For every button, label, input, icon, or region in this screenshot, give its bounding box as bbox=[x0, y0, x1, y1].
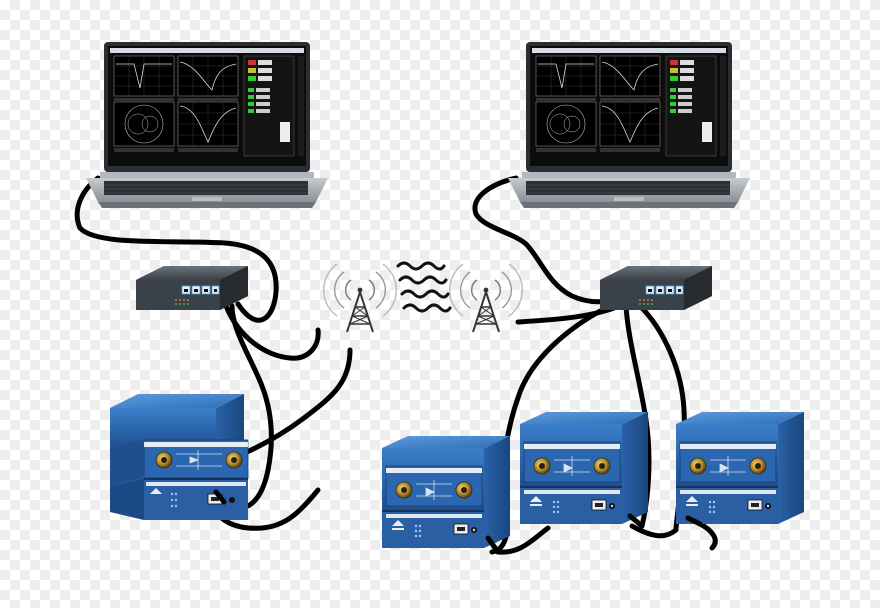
sma-port-icon bbox=[225, 451, 243, 469]
cell-tower-icon bbox=[448, 263, 524, 333]
cable-instrument-left-to-tower bbox=[225, 347, 353, 463]
laptop-icon bbox=[507, 41, 751, 209]
cable-instrument-chain bbox=[495, 521, 718, 555]
vna-instrument-icon bbox=[519, 411, 649, 525]
vna-instrument-icon bbox=[675, 411, 805, 525]
cable-switch-left-to-instrument bbox=[221, 303, 274, 511]
wireless-waves-icon bbox=[396, 261, 452, 313]
cable-laptop-right-to-switch bbox=[472, 175, 615, 305]
vna-instrument-icon bbox=[110, 394, 249, 520]
vna-instrument-icon bbox=[381, 435, 511, 549]
laptop-icon bbox=[85, 41, 329, 209]
cable-laptop-left-to-switch bbox=[74, 175, 279, 323]
sma-port-icon bbox=[155, 451, 173, 469]
network-switch-icon bbox=[599, 265, 713, 311]
cell-tower-icon bbox=[322, 263, 398, 333]
network-switch-icon bbox=[135, 265, 249, 311]
cable-switch-left-to-tower bbox=[223, 303, 321, 361]
cable-connectors bbox=[213, 489, 703, 555]
